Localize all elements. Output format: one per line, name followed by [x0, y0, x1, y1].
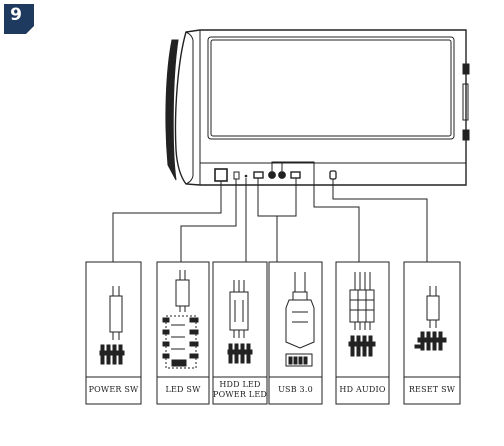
- label-power-sw: POWER SW: [88, 385, 139, 394]
- box-usb3: [268, 261, 323, 405]
- connector-boxes: [85, 261, 461, 405]
- label-usb3: USB 3.0: [278, 385, 313, 394]
- box-led-sw: [156, 261, 210, 405]
- label-led-sw: LED SW: [165, 385, 201, 394]
- case-front-view: [165, 29, 470, 186]
- reset-sw-connector-icon: [414, 286, 447, 351]
- label-power-led: POWER LED: [213, 390, 267, 399]
- label-reset-sw: RESET SW: [408, 385, 456, 394]
- hdd-led-connector-icon: [227, 280, 253, 364]
- power-sw-connector-icon: [99, 286, 125, 365]
- led-sw-connector-icon: [162, 270, 199, 369]
- power-button-icon: [214, 168, 228, 182]
- usb3-connector-icon: [285, 272, 315, 367]
- audio-jack-2-icon: [278, 171, 286, 179]
- reset-button-icon: [329, 170, 337, 180]
- audio-jack-1-icon: [268, 171, 276, 179]
- step-number: 9: [10, 5, 22, 25]
- step-badge-shape: [4, 4, 34, 34]
- box-hdd-led: [212, 261, 268, 405]
- usb-port-left-icon: [253, 171, 264, 179]
- front-io-panel: [214, 168, 337, 182]
- hd-audio-connector-icon: [348, 272, 376, 357]
- wiring-lines: [112, 161, 428, 262]
- box-power-sw: [85, 261, 142, 405]
- box-reset-sw: [403, 261, 461, 405]
- led-button-icon: [233, 171, 240, 180]
- label-hdd-led: HDD LED: [219, 380, 261, 389]
- usb-port-right-icon: [290, 171, 301, 179]
- box-hd-audio: [335, 261, 390, 405]
- label-hd-audio: HD AUDIO: [339, 385, 386, 394]
